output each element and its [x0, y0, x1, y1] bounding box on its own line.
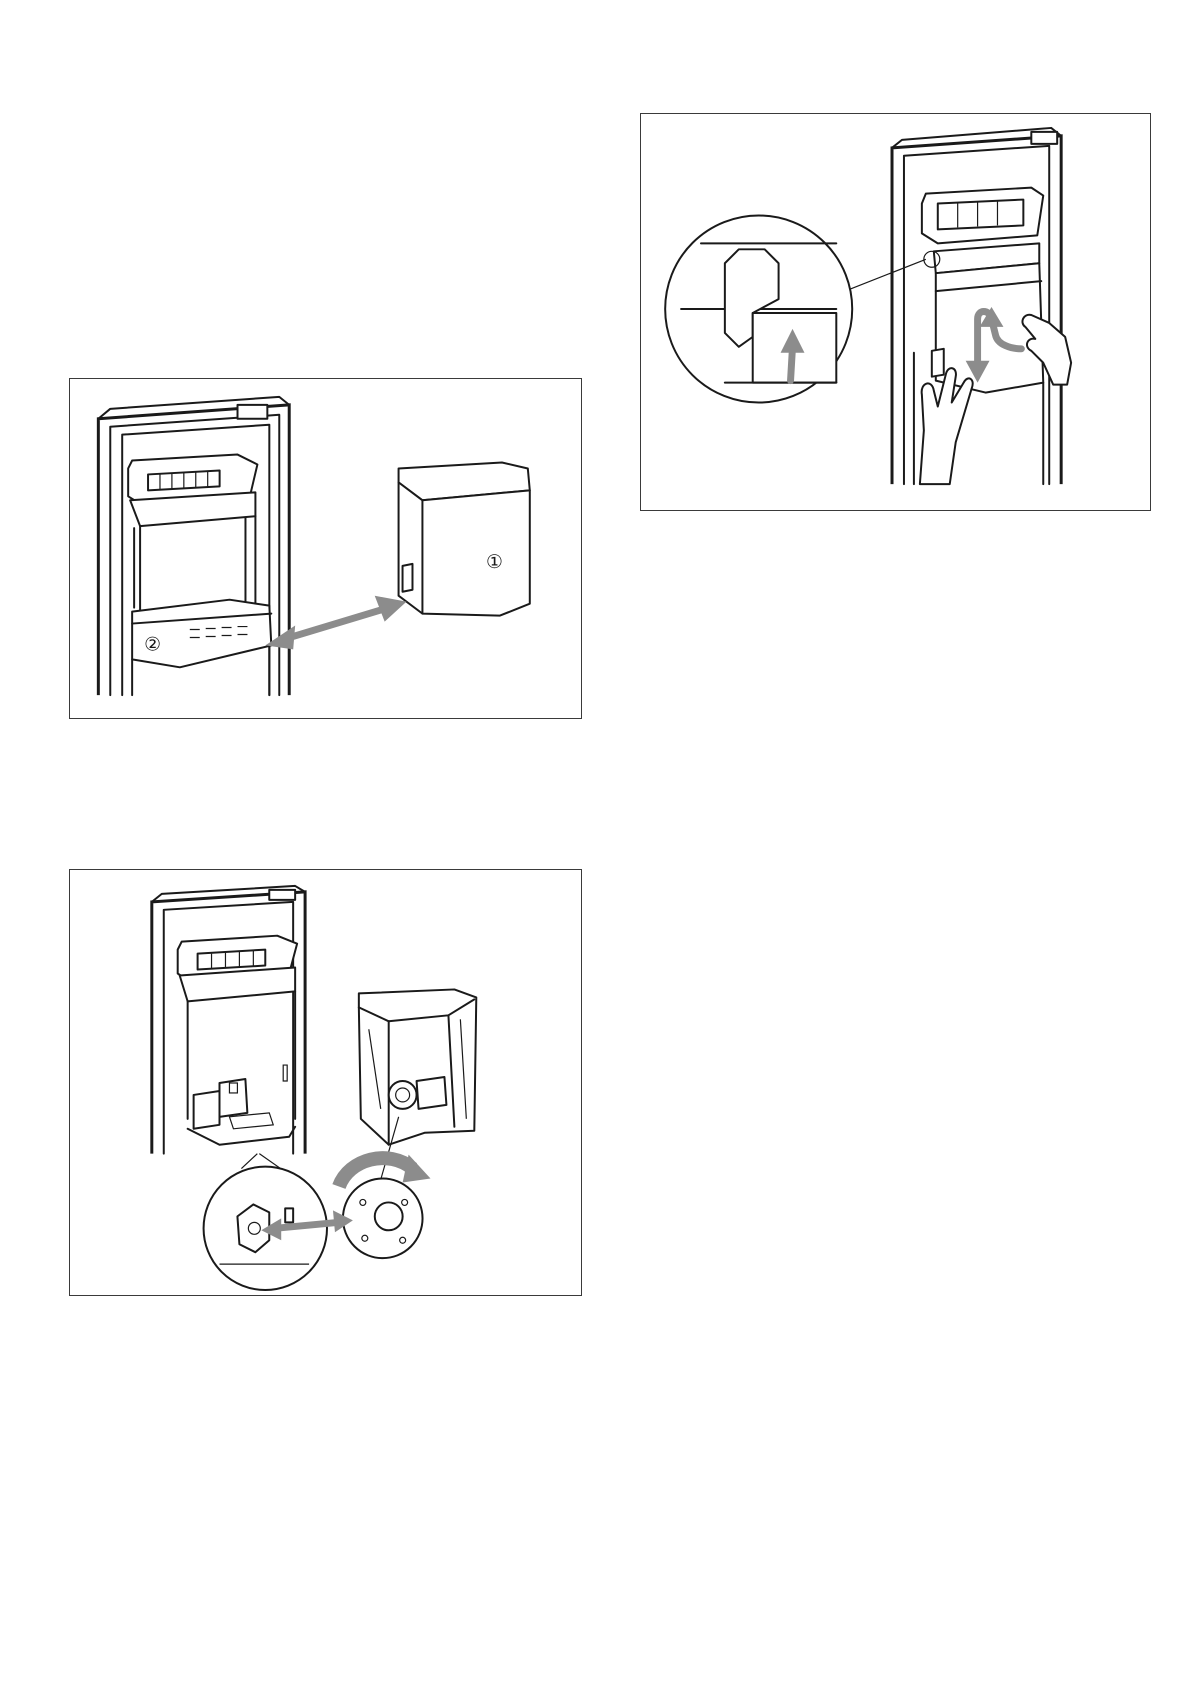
ice-bucket-illustration	[359, 989, 476, 1144]
figure-remove-ice-bucket: ② ①	[69, 378, 582, 719]
callout-2: ②	[144, 633, 161, 655]
door-outline-illustration: ②	[98, 397, 289, 695]
motion-arrow-icon	[265, 596, 406, 650]
door-outline-illustration	[892, 128, 1061, 484]
ice-bucket-install-illustration	[641, 114, 1150, 510]
drive-coupling-illustration	[70, 870, 581, 1295]
callout-1: ①	[486, 551, 503, 573]
door-outline-illustration	[152, 886, 305, 1154]
ice-bucket-removal-illustration: ② ①	[70, 379, 581, 718]
ice-bucket-illustration: ①	[399, 463, 530, 616]
figure-install-ice-bucket	[640, 113, 1151, 511]
figure-drive-coupling	[69, 869, 582, 1296]
hand-icon	[920, 368, 973, 484]
magnifier-circle-icon	[665, 215, 926, 402]
